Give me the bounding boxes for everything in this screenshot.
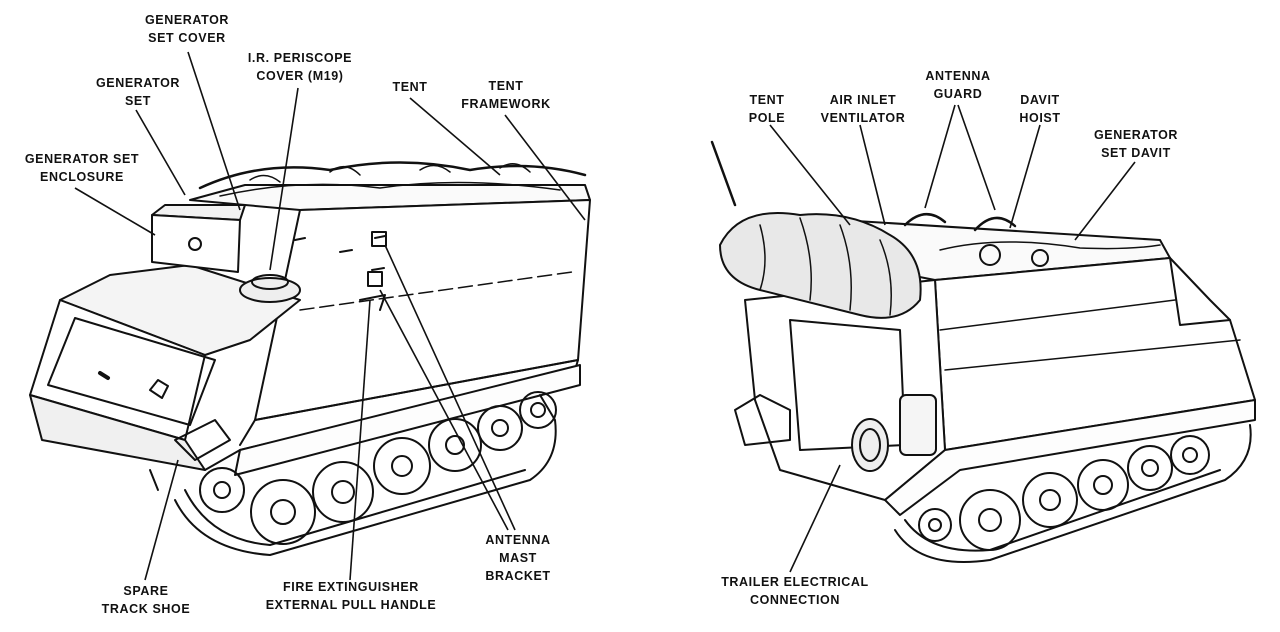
leader-spare-track-shoe — [144, 459, 179, 581]
leader-generator-set-cover — [187, 51, 241, 211]
leader-tent-framework — [504, 114, 586, 221]
label-line: MAST — [499, 551, 537, 565]
leader-generator-set-davit — [1074, 161, 1136, 241]
leader-tent — [409, 97, 501, 176]
leader-antenna-guard-1 — [924, 104, 956, 209]
label-line: TENT — [488, 79, 524, 93]
left-vehicle-drawing — [29, 161, 591, 556]
label-tent: TENT — [378, 78, 442, 96]
leader-fire-extinguisher — [349, 299, 371, 581]
label-line: GENERATOR — [95, 76, 181, 90]
label-line: TENT — [749, 93, 785, 107]
label-line: GUARD — [933, 87, 983, 101]
leader-air-inlet-ventilator — [859, 124, 886, 226]
label-line: CONNECTION — [749, 593, 841, 607]
label-tent-framework: TENT FRAMEWORK — [446, 77, 566, 113]
label-line: FIRE EXTINGUISHER — [283, 580, 419, 594]
label-line: HOIST — [1019, 111, 1061, 125]
label-line: FRAMEWORK — [461, 97, 551, 111]
label-line: ANTENNA — [925, 69, 991, 83]
label-davit-hoist: DAVIT HOIST — [1008, 91, 1072, 127]
label-line: TENT — [392, 80, 428, 94]
label-line: POLE — [748, 111, 786, 125]
leader-antenna-guard-2 — [957, 104, 996, 211]
label-antenna-mast-bracket: ANTENNA MAST BRACKET — [470, 531, 566, 585]
label-ir-periscope-cover: I.R. PERISCOPE COVER (M19) — [232, 49, 368, 85]
leader-davit-hoist — [1009, 124, 1041, 229]
label-generator-set-enclosure: GENERATOR SET ENCLOSURE — [18, 150, 146, 186]
leader-antenna-mast-bracket-1 — [384, 244, 516, 531]
leader-tent-pole — [769, 124, 851, 226]
leader-generator-set-enclosure — [74, 187, 156, 236]
label-line: DAVIT — [1020, 93, 1060, 107]
leader-antenna-mast-bracket-2 — [379, 289, 509, 531]
label-line: AIR INLET — [829, 93, 897, 107]
label-line: GENERATOR — [144, 13, 230, 27]
label-line: ENCLOSURE — [40, 170, 124, 184]
label-air-inlet-ventilator: AIR INLET VENTILATOR — [808, 91, 918, 127]
label-line: COVER (M19) — [256, 69, 344, 83]
label-line: TRAILER ELECTRICAL — [721, 575, 869, 589]
label-line: SET — [124, 94, 152, 108]
label-line: BRACKET — [485, 569, 551, 583]
label-antenna-guard: ANTENNA GUARD — [912, 67, 1004, 103]
label-line: SET COVER — [148, 31, 226, 45]
label-tent-pole: TENT POLE — [738, 91, 796, 127]
label-line: GENERATOR SET — [24, 152, 140, 166]
leader-trailer-electrical-connection — [789, 464, 841, 573]
leader-lines — [74, 51, 1136, 581]
label-line: GENERATOR — [1093, 128, 1179, 142]
label-fire-extinguisher: FIRE EXTINGUISHER EXTERNAL PULL HANDLE — [246, 578, 456, 614]
label-line: EXTERNAL PULL HANDLE — [265, 598, 437, 612]
label-trailer-electrical-connection: TRAILER ELECTRICAL CONNECTION — [700, 573, 890, 609]
label-line: I.R. PERISCOPE — [247, 51, 353, 65]
leader-generator-set — [135, 109, 186, 196]
label-spare-track-shoe: SPARE TRACK SHOE — [90, 582, 202, 618]
label-line: SET DAVIT — [1101, 146, 1171, 160]
label-line: TRACK SHOE — [101, 602, 191, 616]
label-line: SPARE — [123, 584, 169, 598]
label-line: VENTILATOR — [820, 111, 906, 125]
label-generator-set-cover: GENERATOR SET COVER — [128, 11, 246, 47]
leader-ir-periscope-cover — [269, 87, 299, 271]
right-vehicle-drawing — [710, 140, 1256, 563]
label-generator-set-davit: GENERATOR SET DAVIT — [1078, 126, 1194, 162]
label-generator-set: GENERATOR SET — [82, 74, 194, 110]
label-line: ANTENNA — [485, 533, 551, 547]
